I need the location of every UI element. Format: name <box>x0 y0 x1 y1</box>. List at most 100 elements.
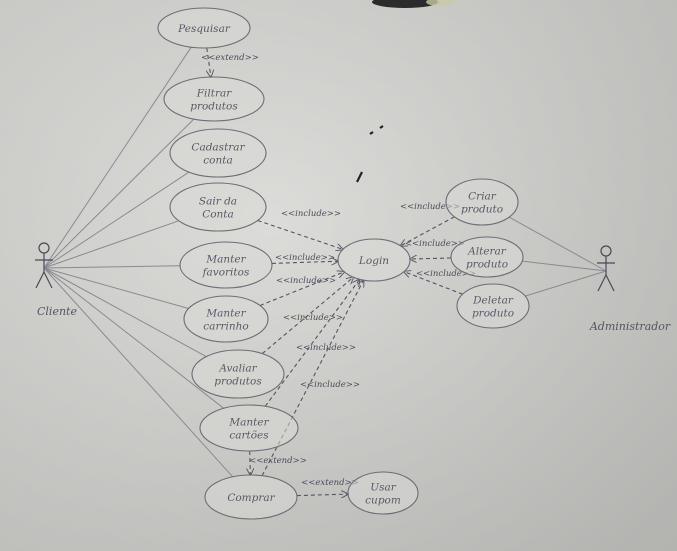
use-case-ellipse <box>169 128 267 178</box>
relation-label: <<include>> <box>400 202 460 212</box>
use-case-label: Conta <box>202 209 234 221</box>
relation-arrow-deletar-login <box>404 272 463 295</box>
use-case-ellipse <box>445 178 519 226</box>
use-case-label: produto <box>472 308 514 320</box>
relation-label: <<include>> <box>296 343 356 353</box>
use-case-ellipse <box>450 236 524 278</box>
use-case-ellipse <box>199 404 299 452</box>
use-case-label: produto <box>466 259 508 271</box>
relation-label: <<include>> <box>405 239 465 249</box>
actor-admin: Administrador <box>589 245 671 333</box>
use-case-ellipse <box>191 349 285 399</box>
actor-leg <box>605 274 615 292</box>
relation-label: <<include>> <box>300 380 360 390</box>
association-line-cliente-pesquisar <box>43 46 192 269</box>
actor-label: Cliente <box>37 305 77 318</box>
nodes-layer: PesquisarFiltrarprodutosCadastrarcontaSa… <box>157 7 530 520</box>
stray-mark <box>356 171 363 183</box>
association-line-cliente-filtrar <box>43 118 195 269</box>
top-shadow-highlight <box>426 0 454 6</box>
relation-label: <<include>> <box>275 253 335 263</box>
use-case-label: Pesquisar <box>177 23 231 35</box>
use-case-label: Alterar <box>467 246 507 258</box>
relation-label: <<include>> <box>416 269 476 279</box>
use-case-label: Avaliar <box>218 363 257 375</box>
use-case-label: Manter <box>205 254 246 266</box>
use-case-label: produtos <box>214 376 262 388</box>
use-case-ellipse <box>347 471 419 515</box>
use-case-label: Deletar <box>472 295 514 307</box>
actor-label: Administrador <box>589 320 671 333</box>
relation-arrow-cartao-login <box>264 279 360 407</box>
actor-leg <box>597 274 607 292</box>
use-case-label: carrinho <box>203 321 248 333</box>
actor-leg <box>35 271 45 289</box>
relation-label: <<include>> <box>281 209 341 219</box>
use-case-label: Manter <box>228 417 269 429</box>
relation-arrow-pesquisar-filtrar <box>207 47 211 77</box>
use-case-label: Usar <box>370 482 396 494</box>
relation-arrow-sair-login <box>257 219 343 250</box>
use-case-label: Filtrar <box>196 88 233 100</box>
use-case-label: cartões <box>229 430 269 442</box>
use-case-ellipse <box>204 474 298 520</box>
use-case-comprar: Comprar <box>204 474 298 520</box>
association-line-admin-alterar <box>522 260 607 272</box>
use-case-pesquisar: Pesquisar <box>157 7 251 49</box>
use-case-login: Login <box>337 238 411 282</box>
stray-mark <box>369 131 374 135</box>
use-case-label: produtos <box>190 101 238 113</box>
use-case-ellipse <box>337 238 411 282</box>
use-case-label: favoritos <box>202 267 250 279</box>
use-case-label: conta <box>203 155 232 167</box>
relation-label: <<extend>> <box>201 53 259 63</box>
use-case-label: produto <box>461 204 503 216</box>
relation-arrow-carrinho-login <box>259 272 344 307</box>
relations-layer: <<extend>> <<include>> <<include>> <<includ… <box>201 47 476 496</box>
actor-leg <box>43 271 53 289</box>
use-case-ellipse <box>169 182 267 232</box>
relation-label: <<extend>> <box>301 478 359 488</box>
association-line-cliente-sair <box>43 220 179 269</box>
association-line-admin-deletar <box>524 270 607 297</box>
association-line-admin-criar <box>508 216 607 272</box>
use-case-label: Cadastrar <box>191 142 245 154</box>
use-case-ellipse <box>157 7 251 49</box>
use-case-ellipse <box>179 241 273 289</box>
use-case-label: Login <box>358 255 389 267</box>
associations-layer <box>43 46 607 478</box>
association-line-cliente-favoritos <box>43 265 181 269</box>
association-line-cliente-comprar <box>43 267 234 478</box>
relation-label: <<extend>> <box>249 456 307 466</box>
use-case-label: Comprar <box>227 492 275 504</box>
association-line-cliente-cadastrar <box>43 171 190 269</box>
relation-label: <<include>> <box>283 313 343 323</box>
relation-arrow-criar-login <box>401 216 455 246</box>
stray-mark <box>379 125 384 129</box>
use-case-label: Criar <box>468 191 497 203</box>
relation-arrow-avaliar-login <box>261 277 353 355</box>
use-case-ellipse <box>163 76 265 122</box>
relation-arrow-comprar-cupom <box>296 494 348 496</box>
top-shadow <box>372 0 438 8</box>
use-case-label: Sair da <box>199 196 237 208</box>
association-line-cliente-cartao <box>43 267 225 409</box>
use-case-label: cupom <box>365 495 401 507</box>
association-line-cliente-carrinho <box>43 267 189 309</box>
use-case-label: Manter <box>205 308 246 320</box>
actor-cliente: Cliente <box>35 242 77 318</box>
use-case-ellipse <box>183 295 269 343</box>
